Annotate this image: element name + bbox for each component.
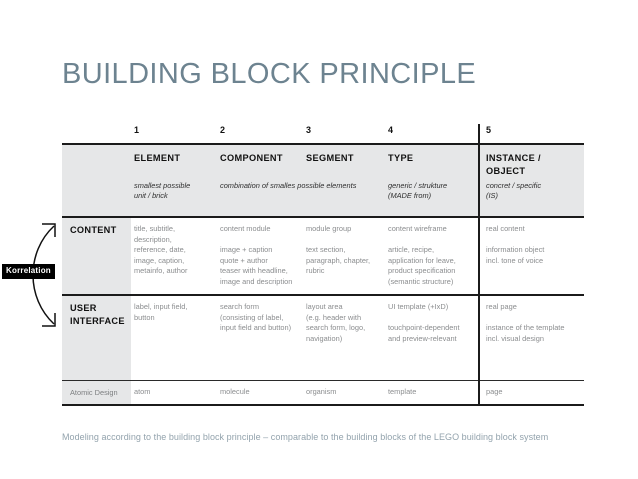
column-number-5: 5 xyxy=(486,125,492,135)
column-number-2: 2 xyxy=(220,125,226,135)
header-title-instance-object: INSTANCE / OBJECT xyxy=(486,153,541,176)
row-label-user-interface: USER INTERFACE xyxy=(70,303,125,326)
cell-ui-type: UI template (+IxD) touchpoint-dependent … xyxy=(388,302,460,343)
column-number-3: 3 xyxy=(306,125,312,135)
header-title-element: ELEMENT xyxy=(134,153,181,163)
correlation-label: Korrelation xyxy=(2,264,55,279)
cell-atomic-segment: organism xyxy=(306,387,337,396)
column-5-divider xyxy=(478,124,480,404)
header-subtitle-element: smallest possible unit / brick xyxy=(134,181,191,201)
cell-ui-segment: layout area (e.g. header with search for… xyxy=(306,302,366,343)
rule-bottom xyxy=(62,404,584,406)
cell-content-element: title, subtitle, description, reference,… xyxy=(134,224,188,276)
cell-ui-instance: real page instance of the template incl.… xyxy=(486,302,565,343)
header-row-background xyxy=(62,143,584,216)
header-title-segment: SEGMENT xyxy=(306,153,354,163)
row-label-atomic-design: Atomic Design xyxy=(70,388,118,397)
header-title-type: TYPE xyxy=(388,153,414,163)
cell-content-component: content module image + caption quote + a… xyxy=(220,224,293,286)
cell-ui-element: label, input field, button xyxy=(134,302,188,322)
rule-below-header xyxy=(62,216,584,218)
cell-content-type: content wireframe article, recipe, appli… xyxy=(388,224,456,286)
cell-atomic-element: atom xyxy=(134,387,151,396)
header-subtitle-component: combination of smalles possible elements xyxy=(220,181,357,190)
cell-atomic-instance: page xyxy=(486,387,503,396)
header-title-component: COMPONENT xyxy=(220,153,283,163)
cell-ui-component: search form (consisting of label, input … xyxy=(220,302,292,333)
rule-top xyxy=(62,143,584,145)
rule-above-atomic xyxy=(62,380,584,381)
column-number-4: 4 xyxy=(388,125,394,135)
correlation-indicator: Korrelation xyxy=(2,212,66,342)
footer-caption: Modeling according to the building block… xyxy=(62,432,549,442)
header-subtitle-type: generic / strukture (MADE from) xyxy=(388,181,448,201)
cell-atomic-type: template xyxy=(388,387,417,396)
column-number-1: 1 xyxy=(134,125,140,135)
cell-atomic-component: molecule xyxy=(220,387,250,396)
rule-below-content xyxy=(62,294,584,296)
cell-content-instance: real content information object incl. to… xyxy=(486,224,545,265)
column-number-strip: 1 2 3 4 5 xyxy=(62,124,584,141)
header-subtitle-instance-object: concret / specific (IS) xyxy=(486,181,542,201)
page-title: BUILDING BLOCK PRINCIPLE xyxy=(62,58,477,90)
row-label-column-background xyxy=(62,143,131,404)
building-block-matrix: 1 2 3 4 5 ELEMENT COMPONENT SEGMENT TYPE… xyxy=(62,124,584,406)
row-label-content: CONTENT xyxy=(70,225,117,235)
cell-content-segment: module group text section, paragraph, ch… xyxy=(306,224,371,276)
